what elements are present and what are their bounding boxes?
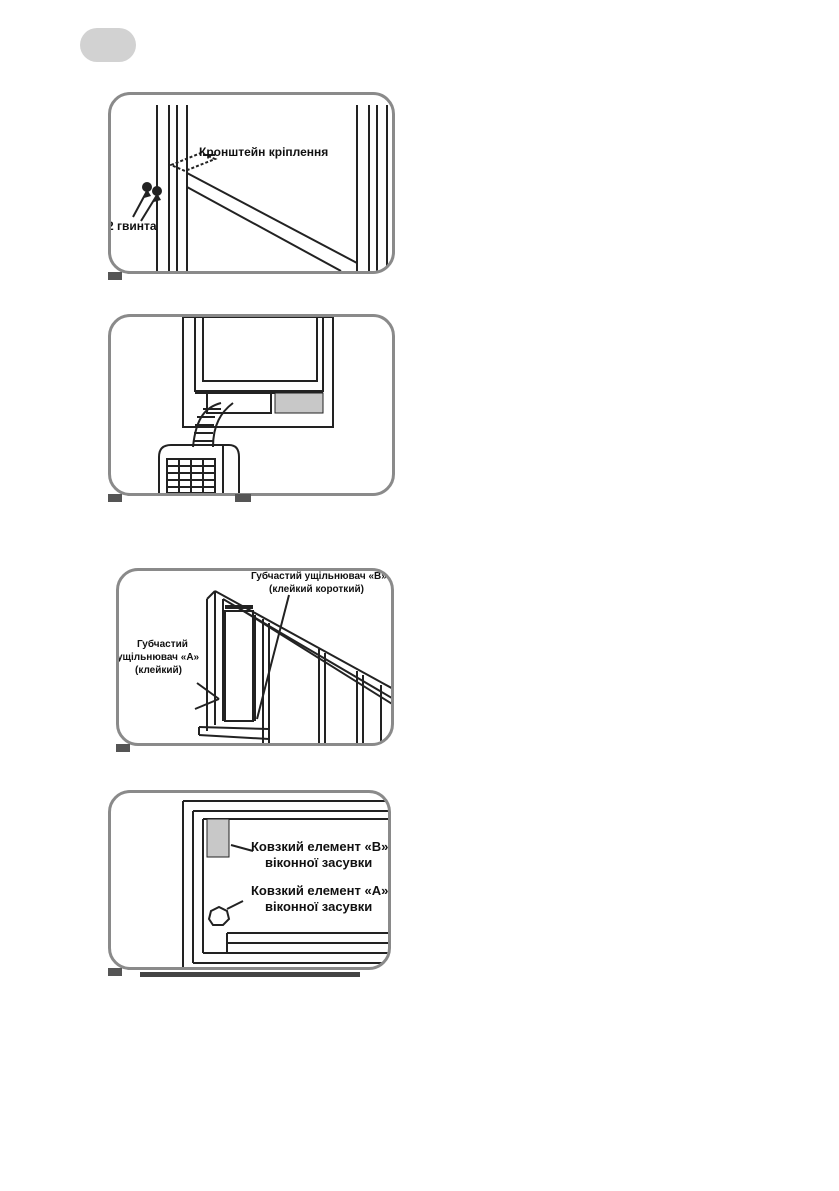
seals-illustration <box>194 590 391 743</box>
label-seal-a-line1: Губчастий <box>137 639 188 650</box>
figure-caption-strip <box>108 272 122 280</box>
figure-foam-seals: Губчастий ущільнювач «B» (клейкий коротк… <box>116 568 394 746</box>
figure-caption-strip <box>235 494 251 502</box>
figure-bracket-mounting: Кронштейн кріплення 2 гвинта <box>108 92 395 274</box>
label-bracket: Кронштейн кріплення <box>199 145 329 159</box>
label-seal-b-line1: Губчастий ущільнювач «B» <box>251 571 387 582</box>
figure-sliding-locks: Ковзкий елемент «B» віконної засувки Ков… <box>108 790 391 970</box>
figure-caption-strip <box>116 744 130 752</box>
figure-caption-strip <box>108 968 122 976</box>
label-slide-b-line2: віконної засувки <box>265 855 373 870</box>
label-seal-a-line3: (клейкий) <box>135 665 183 676</box>
figure-hose-window <box>108 314 395 496</box>
page-tab-marker <box>80 28 136 62</box>
hose-illustration <box>158 317 334 493</box>
bracket-illustration <box>132 105 388 271</box>
label-slide-a-line2: віконної засувки <box>265 899 373 914</box>
label-seal-a-line2: ущільнювач «A» <box>117 652 200 663</box>
figure-caption-strip <box>108 494 122 502</box>
figure-caption-strip <box>140 972 360 977</box>
label-screws: 2 гвинта <box>108 219 157 233</box>
label-slide-b-line1: Ковзкий елемент «B» <box>251 839 389 854</box>
label-seal-b-line2: (клейкий короткий) <box>269 584 364 595</box>
label-slide-a-line1: Ковзкий елемент «A» <box>251 883 389 898</box>
locks-illustration <box>182 800 388 967</box>
